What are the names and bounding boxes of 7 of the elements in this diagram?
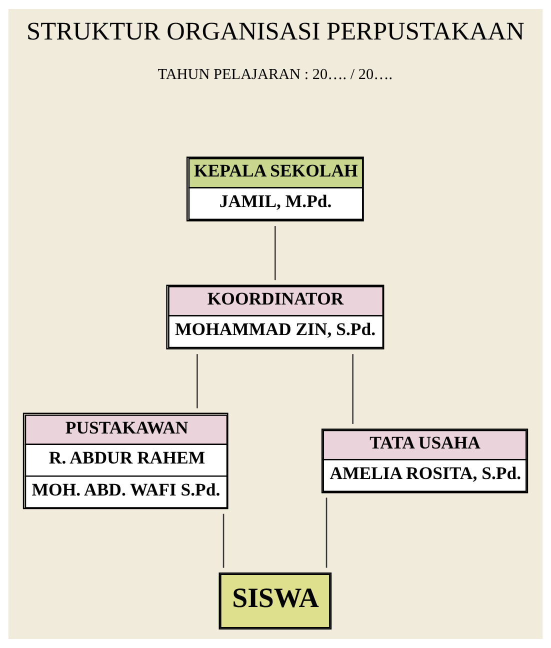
connector xyxy=(222,514,224,568)
connector xyxy=(326,498,328,568)
diagram-title: STRUKTUR ORGANISASI PERPUSTAKAAN xyxy=(26,17,524,46)
connector xyxy=(352,354,354,424)
connector xyxy=(196,354,198,408)
label: TAHUN PELAJARAN : 20…. / 20…. xyxy=(158,66,393,83)
connector xyxy=(274,226,276,280)
